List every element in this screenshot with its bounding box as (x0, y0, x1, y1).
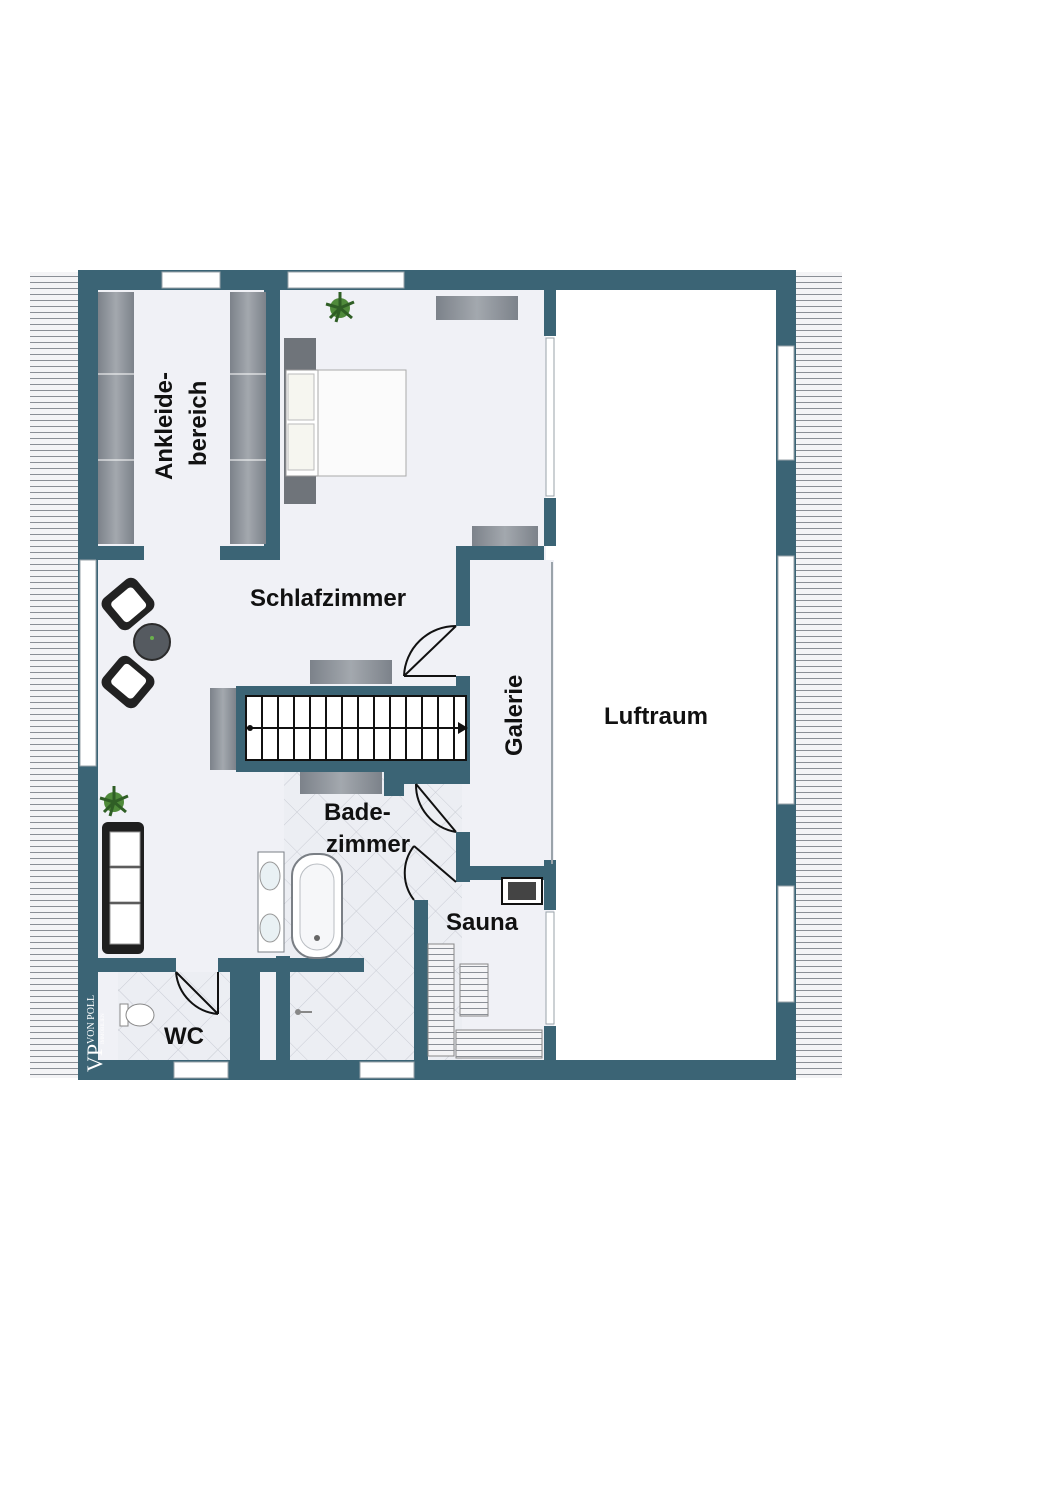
room-label-badezimmer: Bade- (324, 799, 391, 826)
sink-icon (257, 851, 285, 953)
plant-icon (325, 292, 355, 323)
staircase (236, 686, 468, 772)
von-poll-logo: VP VON POLL IMMOBILIEN (82, 995, 107, 1072)
roof-hatching-right (796, 272, 842, 1078)
luftraum-windows (545, 337, 555, 1025)
door-swings (175, 625, 457, 1015)
plant-icon (99, 786, 129, 817)
armchair-icon (101, 577, 155, 631)
room-label-sauna: Sauna (446, 909, 519, 936)
sofa-icon (102, 822, 144, 954)
floor-luftraum (556, 290, 778, 1060)
room-label-wc: WC (164, 1023, 204, 1050)
roof-hatching-left (30, 272, 78, 1078)
room-label-ankleide: Ankleide- (151, 372, 178, 480)
room-label-schlafzimmer: Schlafzimmer (250, 585, 406, 612)
room-label-ankleide-2: bereich (185, 381, 212, 466)
side-table-icon (133, 623, 171, 661)
room-label-luftraum: Luftraum (604, 703, 708, 730)
interior-walls (96, 290, 556, 1060)
shower-icon (295, 1009, 312, 1015)
room-label-badezimmer-2: zimmer (326, 831, 410, 858)
bathtub-icon (291, 853, 343, 959)
logo-mark: VP (82, 1044, 107, 1072)
sauna-benches (427, 943, 543, 1059)
wardrobe-right (230, 292, 266, 544)
toilet-icon (119, 1003, 155, 1027)
windows (79, 271, 795, 1079)
logo-sub: IMMOBILIEN (101, 1013, 106, 1044)
shelves (210, 296, 538, 794)
sauna-oven-icon (501, 877, 543, 905)
bed (284, 338, 407, 504)
wardrobe-left (98, 292, 134, 544)
armchair-icon (101, 655, 155, 709)
logo-name: VON POLL (86, 995, 97, 1044)
room-label-galerie: Galerie (501, 675, 528, 756)
floor-galerie (470, 560, 554, 870)
